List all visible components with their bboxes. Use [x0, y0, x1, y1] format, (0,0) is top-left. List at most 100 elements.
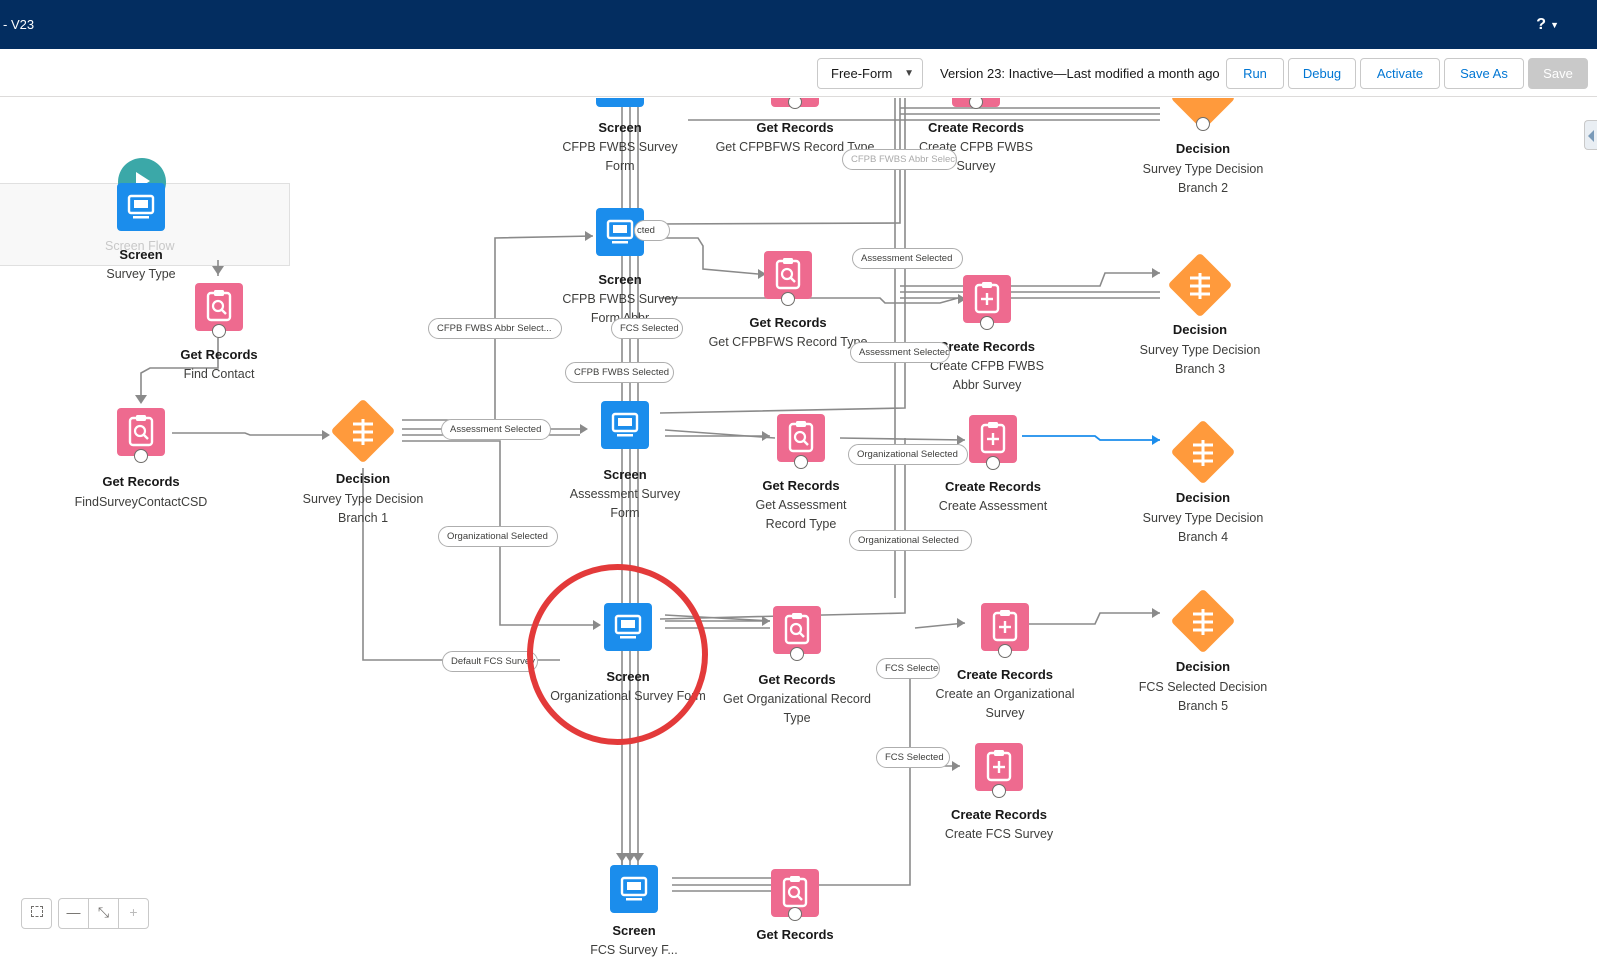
flow-node-screen[interactable]: Screen Assessment Survey Form [535, 401, 715, 521]
node-name-label: Get CFPBFWS Record Type [715, 140, 875, 154]
marquee-select-button[interactable] [21, 898, 52, 929]
flow-node-decision[interactable]: Decision Survey Type Decision Branch 1 [273, 398, 453, 525]
flow-node-screen[interactable]: Screen FCS Survey F... [544, 865, 724, 967]
node-connector-port[interactable] [788, 907, 802, 921]
connector-label[interactable]: FCS Selected [876, 658, 940, 679]
flow-node-get-records[interactable]: Get Records FindSurveyContactCSD [51, 408, 231, 518]
connector-label[interactable]: Default FCS Survey [442, 651, 538, 672]
node-connector-port[interactable] [992, 784, 1006, 798]
zoom-in-button[interactable]: + [118, 898, 149, 929]
get-records-icon [195, 283, 243, 331]
node-name-label: Get CFPBFWS Record Type [708, 335, 868, 349]
flow-node-decision[interactable]: Decision FCS Selected Decision Branch 5 [1113, 588, 1293, 716]
flow-node-get-records[interactable]: Get Records [705, 869, 885, 967]
flow-node-get-records[interactable]: Get Records Get CFPBFWS Record Type [698, 251, 878, 361]
connector-label[interactable]: Organizational Selected [438, 526, 558, 547]
flow-canvas[interactable]: Screen Flow [0, 98, 1597, 967]
flow-node-get-records[interactable]: Get Records Get CFPBFWS Record Type [705, 98, 885, 183]
flow-node-screen[interactable]: Screen CFPB FWBS Survey Form [530, 98, 710, 183]
node-name-label: Survey Type [106, 267, 176, 281]
node-connector-port[interactable] [794, 455, 808, 469]
get-records-icon [777, 414, 825, 462]
flow-node-decision[interactable]: Decision Survey Type Decision Branch 4 [1113, 419, 1293, 548]
flow-node-screen[interactable]: Screen CFPB FWBS Survey Form Abbr [530, 208, 710, 325]
node-name-label: Create an Organizational Survey [935, 687, 1075, 720]
debug-button[interactable]: Debug [1288, 58, 1356, 89]
node-name-label: FCS Survey F... [590, 943, 678, 957]
side-panel-toggle[interactable] [1584, 120, 1597, 150]
node-name-label: Assessment Survey Form [569, 487, 681, 520]
save-as-button[interactable]: Save As [1444, 58, 1524, 89]
flow-node-get-records[interactable]: Get Records Find Contact [129, 283, 309, 383]
screen-icon [601, 401, 649, 449]
zoom-out-button[interactable]: — [58, 898, 89, 929]
node-type-label: Screen [119, 247, 163, 262]
node-type-label: Get Records [749, 315, 827, 330]
flow-node-create-records[interactable]: Create Records Create FCS Survey [909, 743, 1089, 853]
layout-mode-select[interactable]: Free-Form ▼ [817, 58, 923, 89]
node-connector-port[interactable] [969, 98, 983, 109]
node-connector-port[interactable] [788, 98, 802, 109]
flow-node-create-records[interactable]: Create Records Create CFPB FWBS Abbr Sur… [897, 275, 1077, 392]
help-icon: ? [1536, 16, 1547, 33]
connector-label[interactable]: CFPB FWBS Abbr Select... [842, 149, 957, 170]
plus-icon: + [129, 904, 138, 920]
connector-label[interactable]: Organizational Selected [849, 530, 972, 551]
connector-label[interactable]: CFPB FWBS Abbr Select... [428, 318, 562, 339]
screen-icon [596, 98, 644, 107]
flow-node-get-records[interactable]: Get Records Get Assessment Record Type [711, 414, 891, 534]
save-button[interactable]: Save [1528, 58, 1588, 89]
connector-label[interactable]: Organizational Selected [848, 444, 968, 465]
decision-glyph-icon [1193, 609, 1213, 635]
connector-label[interactable]: cted [634, 220, 670, 241]
node-type-label: Screen [598, 120, 642, 135]
node-type-label: Create Records [927, 120, 1025, 135]
node-name-label: Survey Type Decision Branch 4 [1142, 511, 1264, 544]
connector-label[interactable]: Assessment Selected [852, 248, 963, 269]
node-name-label: Find Contact [183, 367, 255, 381]
node-type-label: Decision [1175, 490, 1231, 505]
get-records-icon [117, 408, 165, 456]
version-status: Version 23: Inactive—Last modified a mon… [940, 66, 1220, 81]
node-connector-port[interactable] [986, 456, 1000, 470]
run-button[interactable]: Run [1226, 58, 1284, 89]
flow-node-create-records[interactable]: Create Records Create an Organizational … [915, 603, 1095, 723]
create-records-icon [975, 743, 1023, 791]
get-records-icon [773, 606, 821, 654]
node-type-label: Decision [335, 471, 391, 486]
connector-label[interactable]: Assessment Selected [850, 342, 950, 363]
connector-label[interactable]: CFPB FWBS Selected [565, 362, 674, 383]
flow-node-create-records[interactable]: Create Records Create CFPB FWBS Survey [886, 98, 1066, 183]
flow-node-screen[interactable]: Screen Survey Type [51, 183, 231, 283]
node-name-label: Survey Type Decision Branch 3 [1139, 343, 1261, 376]
node-connector-port[interactable] [998, 644, 1012, 658]
connector-label[interactable]: Assessment Selected [441, 419, 551, 440]
connector-label[interactable]: FCS Selected [876, 747, 950, 768]
flow-node-create-records[interactable]: Create Records Create Assessment [903, 415, 1083, 525]
node-connector-port[interactable] [790, 647, 804, 661]
node-connector-port[interactable] [781, 292, 795, 306]
node-connector-port[interactable] [134, 449, 148, 463]
node-type-label: Decision [1172, 322, 1228, 337]
create-records-icon [981, 603, 1029, 651]
node-connector-port[interactable] [212, 324, 226, 338]
decision-glyph-icon [353, 419, 373, 445]
connector-label[interactable]: FCS Selected [611, 318, 683, 339]
fit-view-button[interactable]: ⤡ [88, 898, 119, 929]
help-menu-button[interactable]: ?▼ [1536, 16, 1559, 34]
node-type-label: Create Records [950, 807, 1048, 822]
node-name-label: FCS Selected Decision Branch 5 [1138, 680, 1268, 713]
activate-button[interactable]: Activate [1360, 58, 1440, 89]
layout-mode-value: Free-Form [831, 66, 893, 81]
chevron-left-icon [1588, 130, 1594, 142]
flow-node-decision[interactable]: Decision Survey Type Decision Branch 3 [1110, 252, 1290, 381]
node-connector-port[interactable] [980, 316, 994, 330]
node-type-label: Screen [598, 272, 642, 287]
screen-icon [610, 865, 658, 913]
node-connector-port[interactable] [1196, 117, 1210, 131]
node-name-label: Get Organizational Record Type [723, 692, 871, 725]
collapse-arrows-icon: ⤡ [97, 904, 110, 920]
node-name-label: Survey Type Decision Branch 2 [1142, 162, 1264, 195]
flow-node-decision[interactable]: Decision Survey Type Decision Branch 2 [1113, 98, 1293, 195]
flow-node-get-records[interactable]: Get Records Get Organizational Record Ty… [707, 606, 887, 726]
